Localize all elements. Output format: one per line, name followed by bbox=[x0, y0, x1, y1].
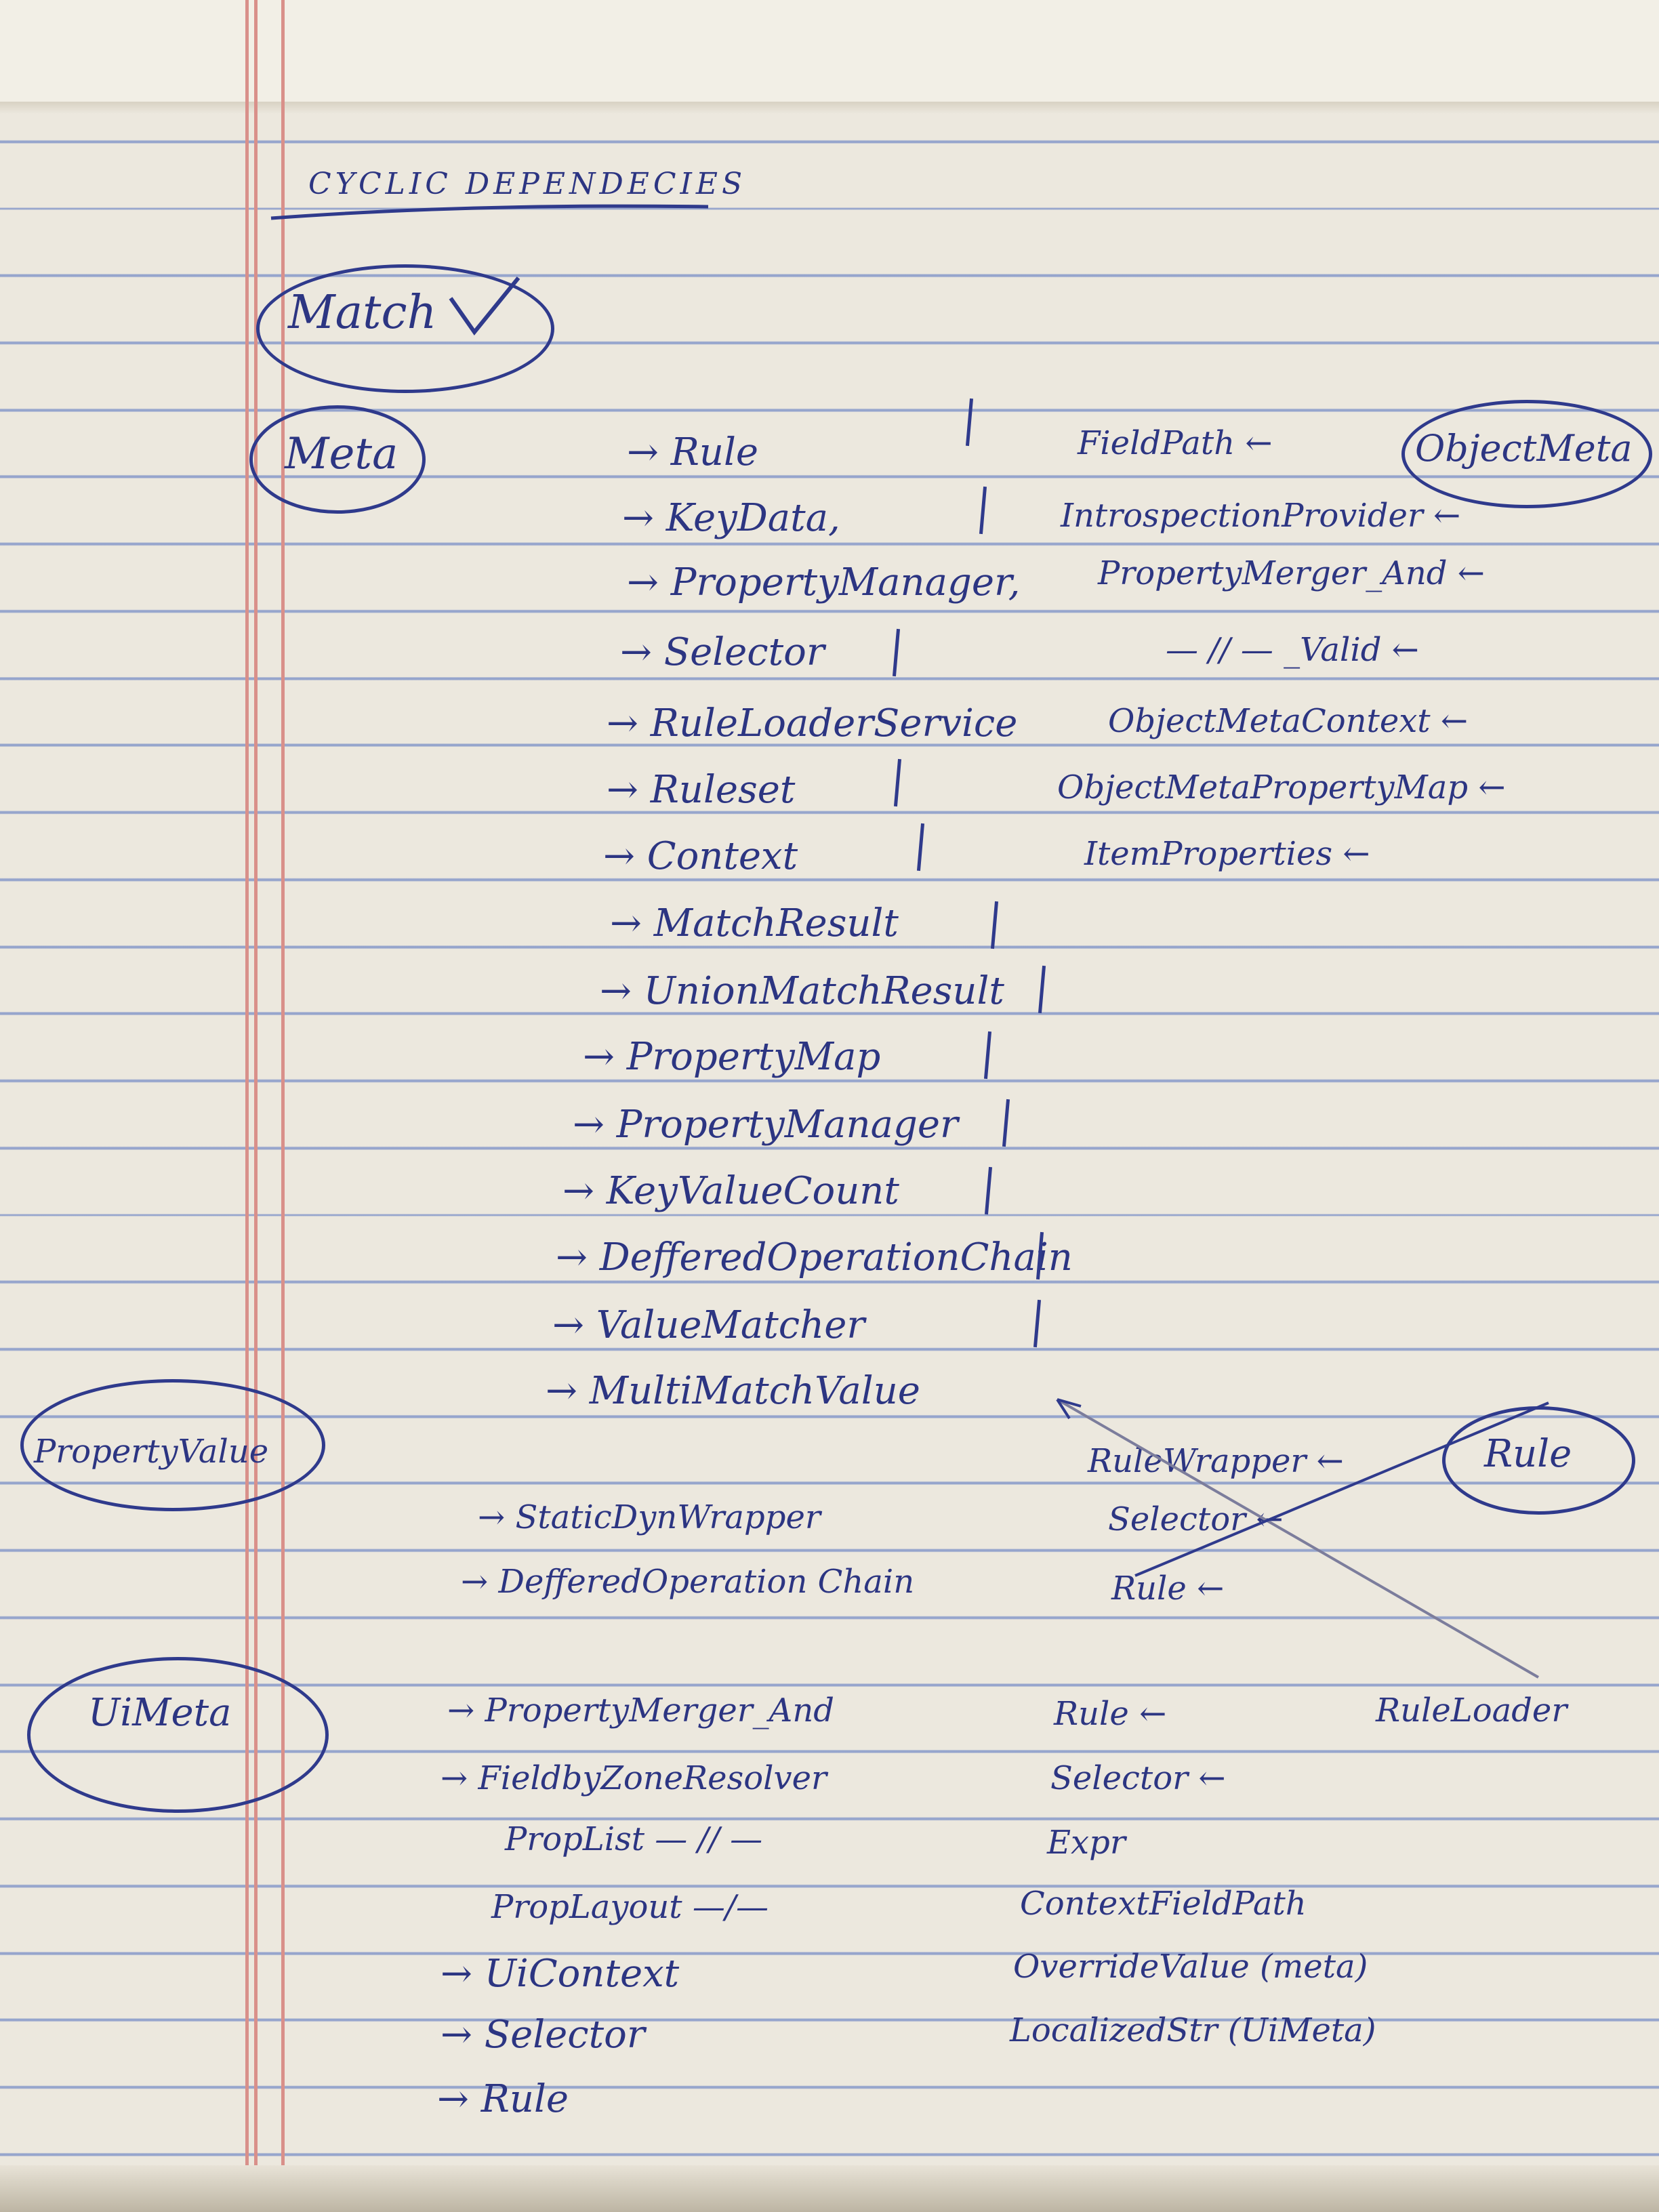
ruleloader-dep: ContextFieldPath bbox=[1020, 1885, 1307, 1923]
margin-line bbox=[245, 0, 249, 2212]
rule-label: Rule bbox=[1484, 1432, 1572, 1476]
objectmeta-dep: PropertyMerger_And ← bbox=[1098, 554, 1485, 592]
objectmeta-dep: ObjectMetaPropertyMap ← bbox=[1057, 769, 1506, 806]
uimeta-dep: → Selector bbox=[441, 2013, 645, 2057]
meta-dep: → MatchResult bbox=[610, 901, 899, 945]
objectmeta-dep: ObjectMetaContext ← bbox=[1108, 702, 1469, 740]
margin-line bbox=[254, 0, 258, 2212]
uimeta-dep: → UiContext bbox=[441, 1952, 680, 1996]
meta-dep: → Ruleset bbox=[607, 768, 796, 812]
meta-dep: → Selector bbox=[620, 630, 825, 674]
rule-dep: RuleWrapper ← bbox=[1088, 1442, 1344, 1480]
uimeta-label: UiMeta bbox=[88, 1691, 232, 1735]
objectmeta-circle bbox=[1401, 400, 1652, 508]
page-bottom-shadow bbox=[0, 2165, 1659, 2212]
match-label: Match bbox=[288, 286, 437, 340]
ruleloader-label: RuleLoader bbox=[1376, 1692, 1568, 1729]
propertyvalue-circle bbox=[20, 1379, 325, 1511]
uimeta-dep: PropList — // — bbox=[505, 1820, 763, 1858]
meta-dep: → Rule bbox=[627, 430, 759, 474]
uimeta-dep: → PropertyMerger_And bbox=[447, 1692, 834, 1729]
heading: CYCLIC DEPENDECIES bbox=[308, 167, 747, 201]
objectmeta-dep: FieldPath ← bbox=[1078, 424, 1273, 462]
meta-dep: → DefferedOperationChain bbox=[556, 1235, 1073, 1279]
meta-dep: → PropertyMap bbox=[583, 1035, 881, 1079]
uimeta-dep: → FieldbyZoneResolver bbox=[441, 1759, 827, 1797]
objectmeta-dep: — // — _Valid ← bbox=[1166, 631, 1419, 669]
rule-dep: Rule ← bbox=[1111, 1570, 1225, 1607]
meta-dep: → Context bbox=[603, 834, 798, 878]
meta-label: Meta bbox=[285, 429, 398, 479]
match-circle bbox=[256, 264, 554, 393]
page-top-band bbox=[0, 0, 1659, 102]
ruleloader-dep: Rule ← bbox=[1054, 1695, 1167, 1733]
page-fold bbox=[0, 102, 1659, 114]
meta-dep: → RuleLoaderService bbox=[607, 701, 1018, 745]
propertyvalue-dep: → DefferedOperation Chain bbox=[461, 1563, 915, 1601]
uimeta-dep: → Rule bbox=[437, 2077, 569, 2121]
objectmeta-dep: ItemProperties ← bbox=[1084, 835, 1370, 873]
ruleloader-dep: OverrideValue (meta) bbox=[1013, 1948, 1368, 1986]
uimeta-dep: PropLayout —/— bbox=[491, 1888, 769, 1926]
ruleloader-dep: LocalizedStr (UiMeta) bbox=[1010, 2011, 1376, 2049]
propertyvalue-label: PropertyValue bbox=[34, 1433, 269, 1471]
propertyvalue-dep: → StaticDynWrapper bbox=[478, 1498, 821, 1536]
meta-dep: → PropertyManager bbox=[573, 1103, 958, 1147]
rule-dep: Selector ← bbox=[1108, 1500, 1284, 1538]
ruleloader-dep: Expr bbox=[1047, 1824, 1126, 1862]
meta-dep: → PropertyManager, bbox=[627, 560, 1021, 605]
meta-dep: → UnionMatchResult bbox=[600, 969, 1004, 1013]
meta-dep: → ValueMatcher bbox=[552, 1303, 865, 1347]
meta-circle bbox=[249, 405, 426, 514]
uimeta-circle bbox=[27, 1657, 329, 1813]
objectmeta-dep: IntrospectionProvider ← bbox=[1061, 497, 1461, 535]
objectmeta-label: ObjectMeta bbox=[1415, 427, 1633, 470]
ruleloader-dep: Selector ← bbox=[1050, 1759, 1226, 1797]
meta-dep: → KeyValueCount bbox=[562, 1169, 899, 1213]
margin-line bbox=[281, 0, 285, 2212]
meta-dep: → MultiMatchValue bbox=[546, 1369, 920, 1413]
meta-dep: → KeyData, bbox=[622, 496, 840, 540]
